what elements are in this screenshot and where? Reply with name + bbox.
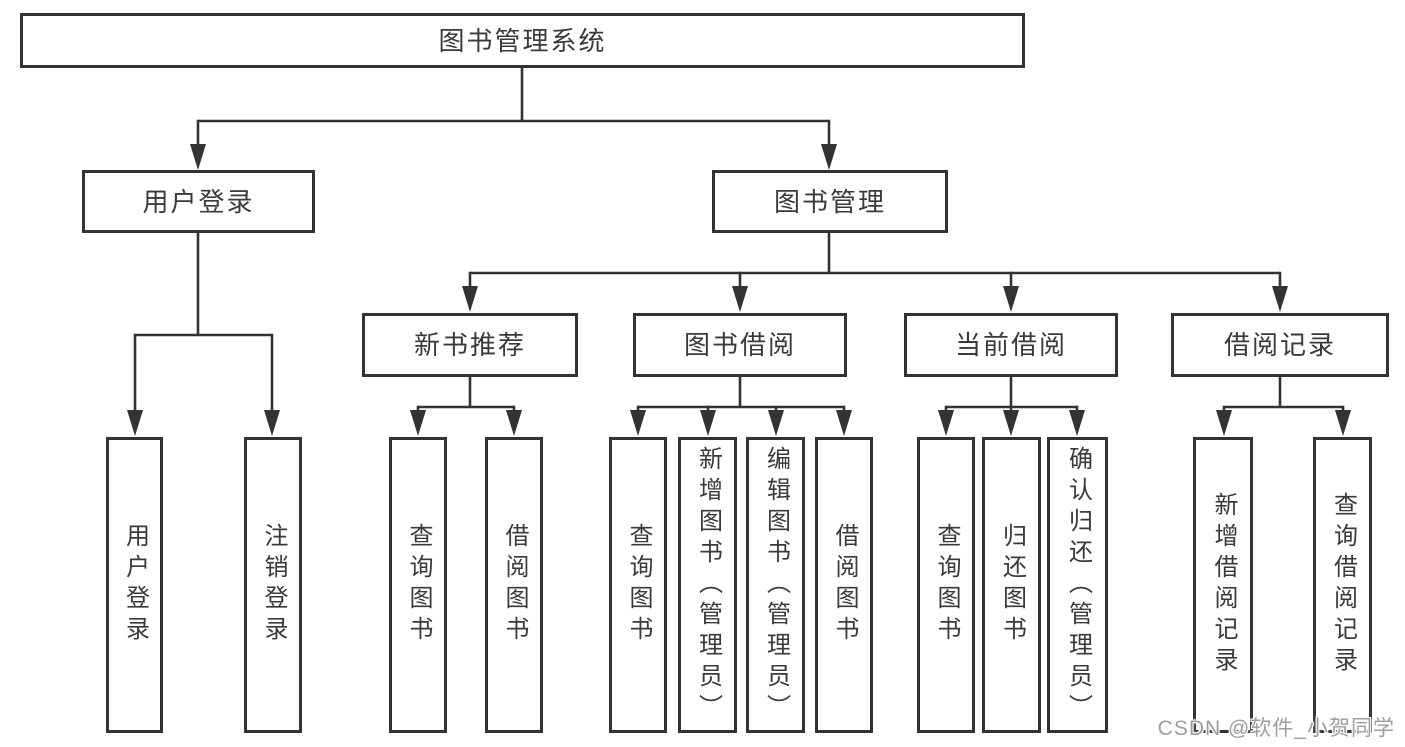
node-book-mgmt-label: 图书管理 — [773, 186, 886, 217]
node-book-borrow-label: 图书借阅 — [683, 330, 796, 360]
node-borrow-records-label: 借阅记录 — [1223, 330, 1336, 360]
leaf-borrow-add: 新增图书（管理员） — [678, 437, 737, 733]
leaf-current-confirm: 确认归还（管理员） — [1047, 437, 1108, 733]
leaf-current-return-label: 归还图书 — [998, 523, 1026, 647]
leaf-logout-label: 注销登录 — [260, 523, 287, 647]
node-current-borrow: 当前借阅 — [904, 313, 1118, 377]
leaf-records-add-label: 新增借阅记录 — [1210, 492, 1237, 678]
leaf-newbooks-query-label: 查询图书 — [405, 523, 432, 647]
node-root-label: 图书管理系统 — [438, 25, 607, 56]
csdn-watermark: CSDN @软件_小贺同学 — [1157, 717, 1395, 740]
leaf-borrow-edit: 编辑图书（管理员） — [746, 437, 805, 733]
leaf-borrow-query: 查询图书 — [609, 437, 667, 733]
node-user-login: 用户登录 — [82, 170, 315, 233]
leaf-user-login: 用户登录 — [106, 437, 163, 733]
leaf-borrow-add-label: 新增图书（管理员） — [694, 445, 722, 725]
leaf-newbooks-borrow-label: 借阅图书 — [501, 523, 528, 647]
node-new-books: 新书推荐 — [362, 313, 578, 377]
node-root: 图书管理系统 — [20, 13, 1025, 68]
node-book-mgmt: 图书管理 — [712, 170, 948, 233]
leaf-borrow-borrow: 借阅图书 — [815, 437, 873, 733]
node-new-books-label: 新书推荐 — [413, 330, 526, 360]
leaf-current-return: 归还图书 — [982, 437, 1041, 733]
leaf-user-login-label: 用户登录 — [121, 523, 149, 647]
leaf-logout: 注销登录 — [244, 437, 302, 733]
leaf-borrow-borrow-label: 借阅图书 — [831, 523, 858, 647]
leaf-newbooks-query: 查询图书 — [389, 437, 447, 733]
leaf-newbooks-borrow: 借阅图书 — [485, 437, 543, 733]
node-user-login-label: 用户登录 — [142, 186, 255, 217]
leaf-borrow-query-label: 查询图书 — [625, 523, 652, 647]
leaf-current-confirm-label: 确认归还（管理员） — [1064, 445, 1092, 725]
leaf-records-query: 查询借阅记录 — [1313, 437, 1372, 733]
leaf-records-add: 新增借阅记录 — [1193, 437, 1253, 733]
leaf-current-query: 查询图书 — [917, 437, 975, 733]
node-borrow-records: 借阅记录 — [1171, 313, 1389, 377]
leaf-records-query-label: 查询借阅记录 — [1329, 492, 1357, 678]
node-current-borrow-label: 当前借阅 — [954, 330, 1067, 360]
leaf-borrow-edit-label: 编辑图书（管理员） — [762, 445, 790, 725]
leaf-current-query-label: 查询图书 — [933, 523, 960, 647]
node-book-borrow: 图书借阅 — [633, 313, 847, 377]
